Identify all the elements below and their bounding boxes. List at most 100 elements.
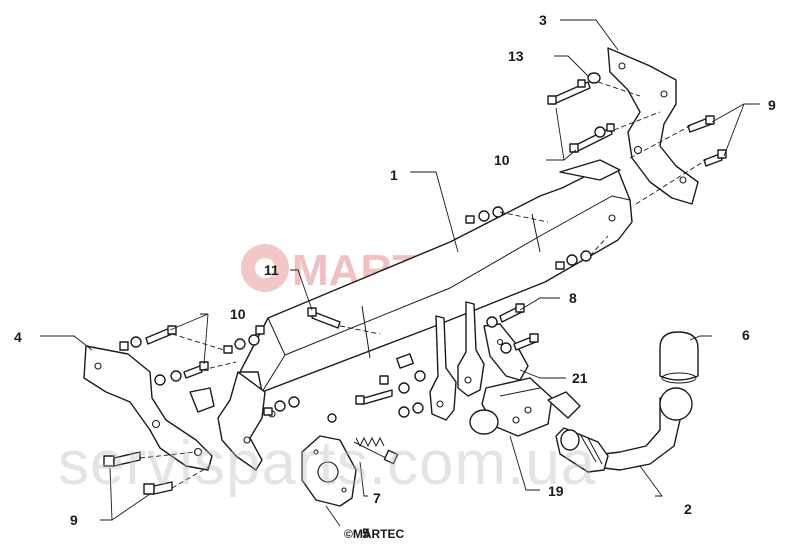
- beam-left-end-plate: [217, 371, 266, 471]
- bolt-group-10-top: [569, 123, 615, 153]
- part-4-left-bracket: [83, 345, 215, 471]
- tab-clip: [396, 353, 414, 369]
- washer-10-top: [594, 126, 606, 138]
- leader-21: [519, 369, 566, 379]
- left-bracket-hole-2: [151, 419, 161, 429]
- bolt-group-8: [486, 303, 539, 354]
- leader-lines: [40, 19, 760, 527]
- bolt-8-b-head: [529, 333, 539, 343]
- socket-ridge: [499, 387, 541, 397]
- bolt-13-head: [547, 95, 557, 105]
- nut-tab-1: [379, 375, 389, 385]
- bracket-hole-1: [618, 62, 626, 70]
- leader-6: [689, 335, 712, 341]
- dash-10-top: [613, 111, 661, 131]
- callout-9-right: 9: [768, 97, 776, 113]
- callout-6: 6: [742, 327, 750, 343]
- washer-10-left-1: [130, 336, 142, 348]
- dash-beam-right: [589, 235, 609, 257]
- callouts: 1 2 3 4 6 7 8 9 9 10 10 11 13 19 21 5: [14, 12, 776, 541]
- nut-beam-3: [223, 345, 233, 354]
- leader-19: [509, 435, 540, 491]
- washer-tab-3: [412, 402, 424, 414]
- washer-beam-1: [478, 210, 490, 222]
- washer-beam-6: [248, 334, 260, 346]
- bolt-group-13: [547, 72, 601, 105]
- left-bracket-hole-1: [94, 362, 102, 370]
- bolt-11: [307, 307, 341, 329]
- tab-hole-1: [436, 400, 444, 408]
- left-bracket-plate: [83, 345, 213, 471]
- nut-10-top: [606, 123, 615, 132]
- part-5-socket-plate: [301, 435, 357, 507]
- socket-plate-opening: [317, 461, 339, 483]
- bolt-10-top: [573, 127, 613, 153]
- bolt-group-9-right: [687, 115, 727, 167]
- beam-right-cap: [559, 159, 621, 181]
- callout-2: 2: [684, 501, 692, 517]
- washer-beam-3: [566, 254, 578, 266]
- leader-9-right-b: [723, 103, 745, 157]
- leader-9-left-b: [111, 493, 151, 521]
- tab-hardware: [355, 353, 426, 418]
- assembly-lines: [139, 81, 707, 489]
- bracket-plate: [607, 47, 699, 205]
- leader-4: [40, 335, 93, 351]
- callout-9-left: 9: [70, 512, 78, 528]
- dash-9-right-a: [629, 125, 691, 159]
- part-6-ball-cover: [659, 331, 699, 384]
- callout-8: 8: [569, 290, 577, 306]
- nut-beam-1: [465, 215, 475, 224]
- washer-8-a: [486, 316, 498, 328]
- bolt-10-top-head: [569, 143, 579, 153]
- tow-ball: [659, 387, 693, 421]
- brand-watermark-logo-center: [255, 258, 275, 278]
- nut-10-left-1: [119, 341, 129, 351]
- dash-13: [597, 81, 641, 97]
- neck-end-cap: [560, 429, 580, 451]
- beam-nuts-lower: [223, 325, 300, 416]
- callout-10-left: 10: [230, 306, 246, 322]
- washer-10-left-2: [154, 374, 166, 386]
- part-2-tow-ball-neck: [555, 387, 693, 473]
- leader-1: [410, 171, 459, 253]
- washer-5: [327, 413, 337, 423]
- washer-beam-7: [274, 400, 286, 412]
- washer-tab-1: [398, 382, 410, 394]
- bolt-11-head: [307, 307, 317, 317]
- copyright-mark: ©MARTEC: [344, 527, 405, 541]
- part-19-electrical-socket: [469, 377, 581, 437]
- cover-rim: [661, 372, 697, 384]
- spring-nut: [383, 449, 399, 465]
- dash-10-left: [171, 333, 225, 351]
- washer-beam-2: [492, 206, 504, 218]
- site-watermark: servisparts.com.ua: [58, 429, 596, 498]
- socket-pin-2: [524, 406, 532, 414]
- dash-9-right-b: [635, 159, 707, 205]
- dash-beam-upper: [499, 211, 549, 223]
- washer-10-left-3: [170, 370, 182, 382]
- bracket-hole-4: [679, 176, 687, 184]
- leader-8: [519, 297, 560, 311]
- nut-beam-2: [555, 261, 565, 270]
- beam-vertical-tabs: [429, 301, 485, 421]
- callout-10-top: 10: [494, 152, 510, 168]
- left-bracket-tab: [189, 387, 215, 413]
- leader-2: [639, 465, 663, 497]
- dash-11: [339, 325, 381, 335]
- washer-tab-2: [398, 406, 410, 418]
- socket-body: [481, 377, 553, 437]
- tab-hole-2: [464, 376, 472, 384]
- dash-10-left-2: [201, 361, 237, 371]
- washer-beam-5: [234, 338, 246, 350]
- callout-11: 11: [264, 262, 279, 278]
- beam-segment-line-2: [531, 213, 541, 253]
- leader-13: [554, 55, 589, 77]
- dash-9-left-b: [171, 465, 211, 489]
- callout-1: 1: [390, 167, 398, 183]
- socket-latch: [547, 391, 581, 419]
- bolt-9-right-a-head: [705, 115, 715, 125]
- dash-9-left-a: [139, 451, 197, 459]
- part-1-cross-beam: [217, 159, 633, 471]
